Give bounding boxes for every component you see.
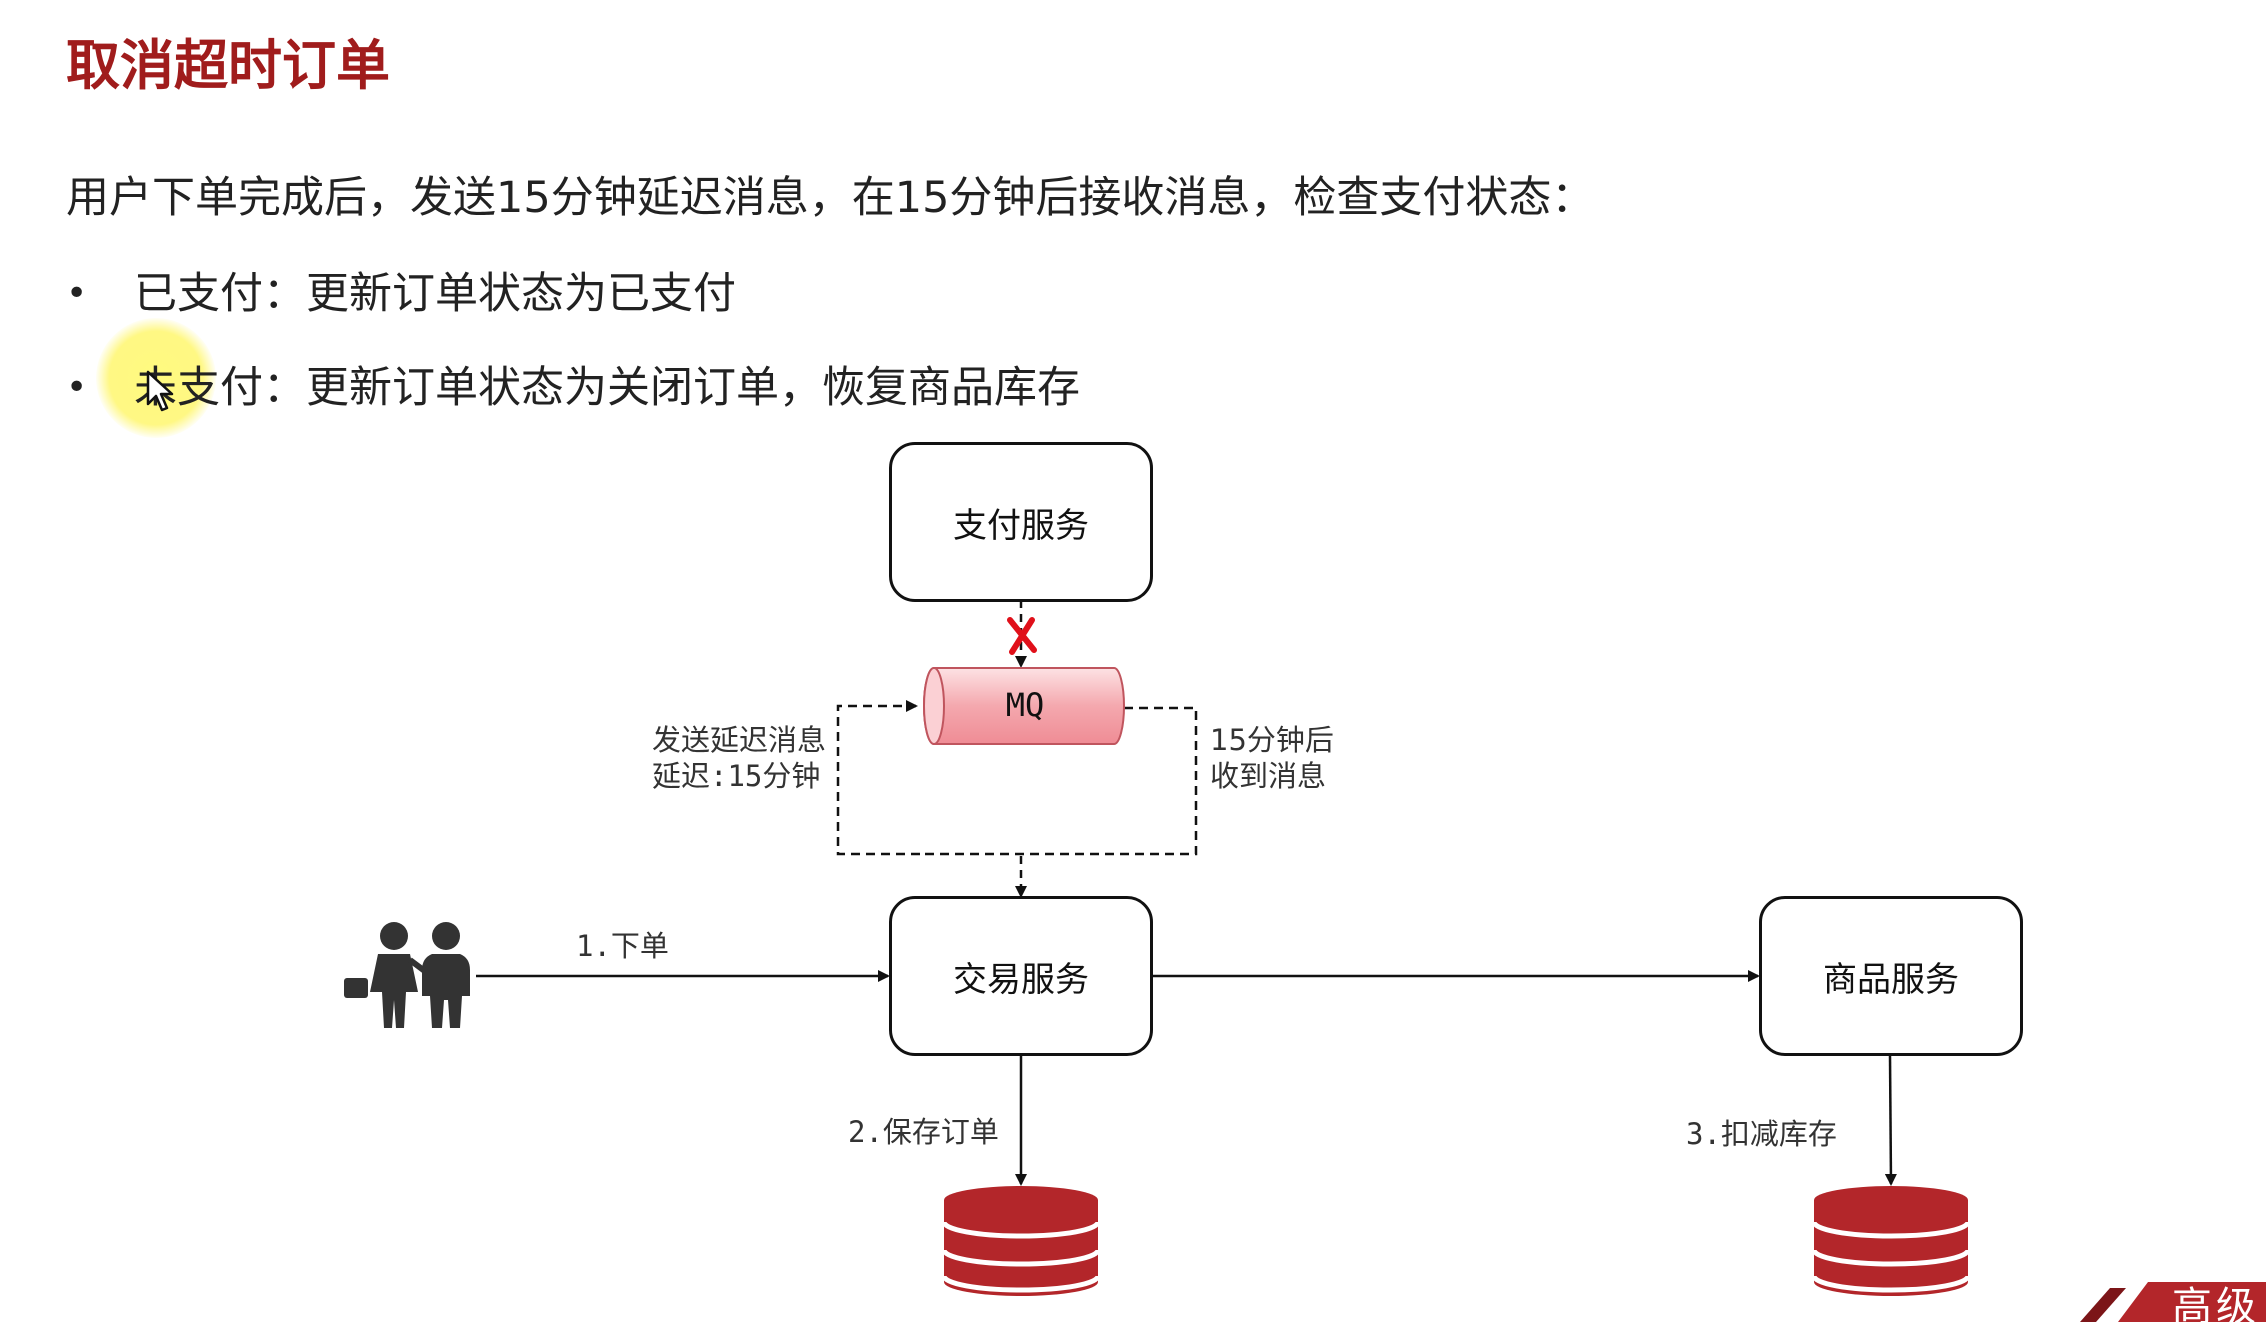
receive-label-line1: 15分钟后 — [1210, 723, 1334, 757]
step1-label: 1.下单 — [576, 929, 669, 963]
receive-connector — [920, 706, 1198, 856]
bullet-item: • 未支付：更新订单状态为关闭订单，恢复商品库存 — [66, 356, 1080, 420]
users-icon — [344, 922, 470, 1028]
item-service-node: 商品服务 — [1759, 896, 2023, 1056]
send-delay-label: 发送延迟消息 延迟:15分钟 — [652, 722, 826, 794]
bullet-text: 未支付：更新订单状态为关闭订单，恢复商品库存 — [134, 363, 1080, 413]
bullet-item: • 已支付：更新订单状态为已支付 — [66, 262, 1080, 326]
receive-label: 15分钟后 收到消息 — [1210, 722, 1334, 794]
mq-label: MQ — [1005, 686, 1045, 724]
bullet-dot-icon: • — [66, 273, 88, 314]
cancel-x-icon — [1007, 617, 1037, 655]
bullet-list: • 已支付：更新订单状态为已支付 • 未支付：更新订单状态为关闭订单，恢复商品库… — [66, 262, 1080, 450]
bullet-dot-icon: • — [66, 367, 88, 408]
pay-service-node: 支付服务 — [889, 442, 1153, 602]
level-badge — [2080, 1282, 2266, 1322]
slide-title: 取消超时订单 — [66, 34, 390, 97]
order-database-icon — [941, 1186, 1101, 1296]
step2-label: 2.保存订单 — [848, 1115, 999, 1149]
mq-queue — [923, 667, 1125, 745]
send-delay-label-line2: 延迟:15分钟 — [652, 759, 821, 793]
deduct-stock-connector — [1884, 1055, 1897, 1186]
send-delay-connector — [836, 700, 920, 856]
level-badge-text: 高级 — [2172, 1284, 2260, 1322]
intro-text: 用户下单完成后，发送15分钟延迟消息，在15分钟后接收消息，检查支付状态： — [66, 173, 1595, 223]
step3-label: 3.扣减库存 — [1686, 1117, 1837, 1151]
send-delay-label-line1: 发送延迟消息 — [652, 723, 827, 757]
mouse-cursor-icon — [146, 370, 174, 412]
trade-service-node: 交易服务 — [889, 896, 1153, 1056]
item-database-icon — [1811, 1186, 1971, 1296]
bullet-text: 已支付：更新订单状态为已支付 — [134, 269, 736, 319]
receive-label-line2: 收到消息 — [1210, 759, 1327, 793]
